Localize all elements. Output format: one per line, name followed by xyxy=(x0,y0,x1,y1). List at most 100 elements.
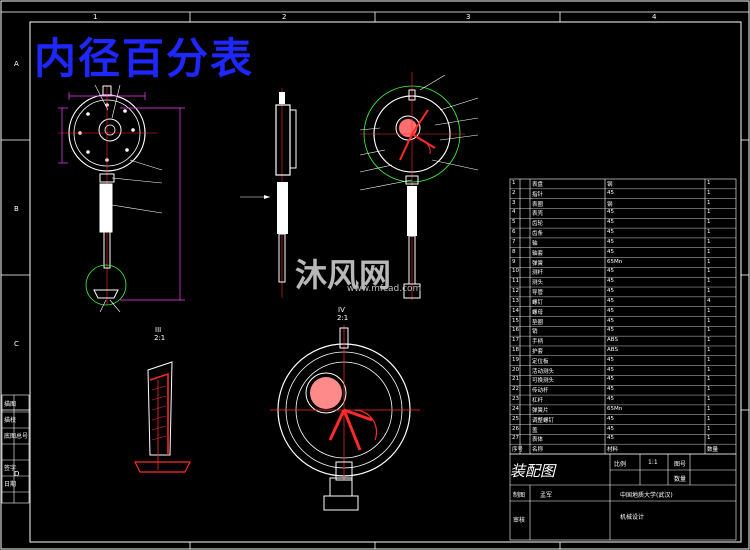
parts-cell: 45 xyxy=(607,376,614,383)
zone-label-left-a: A xyxy=(14,60,19,68)
parts-cell: 1 xyxy=(707,317,711,324)
parts-cell: 23 xyxy=(512,396,519,403)
zone-label-left-b: B xyxy=(14,205,19,213)
parts-cell: 1 xyxy=(707,415,711,422)
parts-row-lines xyxy=(510,188,736,445)
parts-cell: 14 xyxy=(512,307,519,314)
parts-table-row: 27 表体 45 1 xyxy=(510,434,736,444)
parts-cell: ABS xyxy=(607,337,618,344)
parts-cell: 表壳 xyxy=(532,211,544,218)
parts-cell: 手柄 xyxy=(532,339,544,346)
title-block-name: 装配图 xyxy=(510,462,556,480)
view-scale-iii: 2:1 xyxy=(154,334,166,342)
parts-cell: 1 xyxy=(707,346,711,353)
parts-cell: 45 xyxy=(607,229,614,236)
drawing-title: 内径百分表 xyxy=(34,34,255,83)
parts-cell: 65Mn xyxy=(607,405,623,412)
parts-cell: 45 xyxy=(607,189,614,196)
parts-cell: 齿条 xyxy=(532,231,544,238)
parts-cell: 螺母 xyxy=(532,309,544,316)
parts-cell: 1 xyxy=(707,327,711,334)
inner-border xyxy=(29,21,742,543)
parts-cell: 销 xyxy=(532,329,538,336)
parts-cell: 45 xyxy=(607,366,614,373)
scale-value: 1:1 xyxy=(648,459,658,466)
stamp-label-2: 描校 xyxy=(4,417,17,424)
parts-cell: 弹簧 xyxy=(532,260,544,267)
parts-cell: 45 xyxy=(607,386,614,393)
parts-cell: 表体 xyxy=(532,437,544,444)
parts-cell: 齿轮 xyxy=(532,221,544,228)
parts-cell: 传动杆 xyxy=(532,388,549,395)
parts-cell: 45 xyxy=(607,415,614,422)
parts-cell: 1 xyxy=(707,435,711,442)
parts-cell: 1 xyxy=(707,278,711,285)
parts-cell: 5 xyxy=(512,219,516,226)
parts-cell: 45 xyxy=(607,248,614,255)
stamp-label-5: 日期 xyxy=(4,481,17,488)
scale-label: 比例 xyxy=(614,461,627,468)
parts-cell: 45 xyxy=(607,297,614,304)
parts-cell: 45 xyxy=(607,327,614,334)
parts-cell: 45 xyxy=(607,268,614,275)
student-name: 孟军 xyxy=(540,492,553,499)
watermark-url: www.mfcad.com xyxy=(347,284,422,294)
parts-cell: 测头 xyxy=(532,280,544,287)
parts-cell: 1 xyxy=(707,238,711,245)
parts-cell: 2 xyxy=(512,189,516,196)
parts-cell: 4 xyxy=(512,209,516,216)
parts-cell: 1 xyxy=(707,337,711,344)
parts-cell: 12 xyxy=(512,288,519,295)
parts-cell: 轴套 xyxy=(532,250,544,257)
parts-cell: 1 xyxy=(707,386,711,393)
parts-cell: 名称 xyxy=(532,447,544,454)
parts-cell: 1 xyxy=(707,229,711,236)
parts-cell: ABS xyxy=(607,346,618,353)
parts-cell: 65Mn xyxy=(607,258,623,265)
parts-cell: 螺钉 xyxy=(532,299,544,306)
parts-cell: 45 xyxy=(607,307,614,314)
parts-cell: 10 xyxy=(512,268,519,275)
parts-cell: 17 xyxy=(512,337,519,344)
parts-cell: 27 xyxy=(512,435,519,442)
back-view xyxy=(359,72,479,300)
parts-cell: 1 xyxy=(707,189,711,196)
parts-cell: 18 xyxy=(512,346,519,353)
zone-label-left-d: D xyxy=(14,470,20,478)
parts-cell: 45 xyxy=(607,238,614,245)
parts-cell: 45 xyxy=(607,435,614,442)
parts-cell: 25 xyxy=(512,415,519,422)
zone-label-top-1: 1 xyxy=(93,13,98,21)
parts-cell: 弹簧片 xyxy=(532,407,549,414)
zone-label-top-3: 3 xyxy=(466,13,471,21)
checker-label: 审核 xyxy=(513,517,526,524)
zone-label-top-2: 2 xyxy=(282,13,287,21)
parts-cell: 导管 xyxy=(532,290,544,297)
parts-cell: 7 xyxy=(512,238,516,245)
parts-cell: 1 xyxy=(707,307,711,314)
stamp-label-4: 签字 xyxy=(4,465,17,472)
school-name: 中国地质大学(武汉) xyxy=(620,492,673,499)
parts-cell: 1 xyxy=(707,366,711,373)
parts-cell: 1 xyxy=(707,405,711,412)
side-view xyxy=(240,88,297,298)
parts-cell: 可换测头 xyxy=(532,378,555,385)
qty-label: 数量 xyxy=(674,476,687,483)
parts-cell: 19 xyxy=(512,356,519,363)
detail-view-iv xyxy=(270,325,420,511)
parts-cell: 45 xyxy=(607,317,614,324)
parts-cell: 1 xyxy=(707,268,711,275)
parts-cell: 盖 xyxy=(532,427,538,434)
section-label-iv: IV xyxy=(338,306,345,314)
parts-table-header: 序号名称材料数量 xyxy=(510,444,736,454)
view-scale-iv: 2:1 xyxy=(337,314,349,322)
